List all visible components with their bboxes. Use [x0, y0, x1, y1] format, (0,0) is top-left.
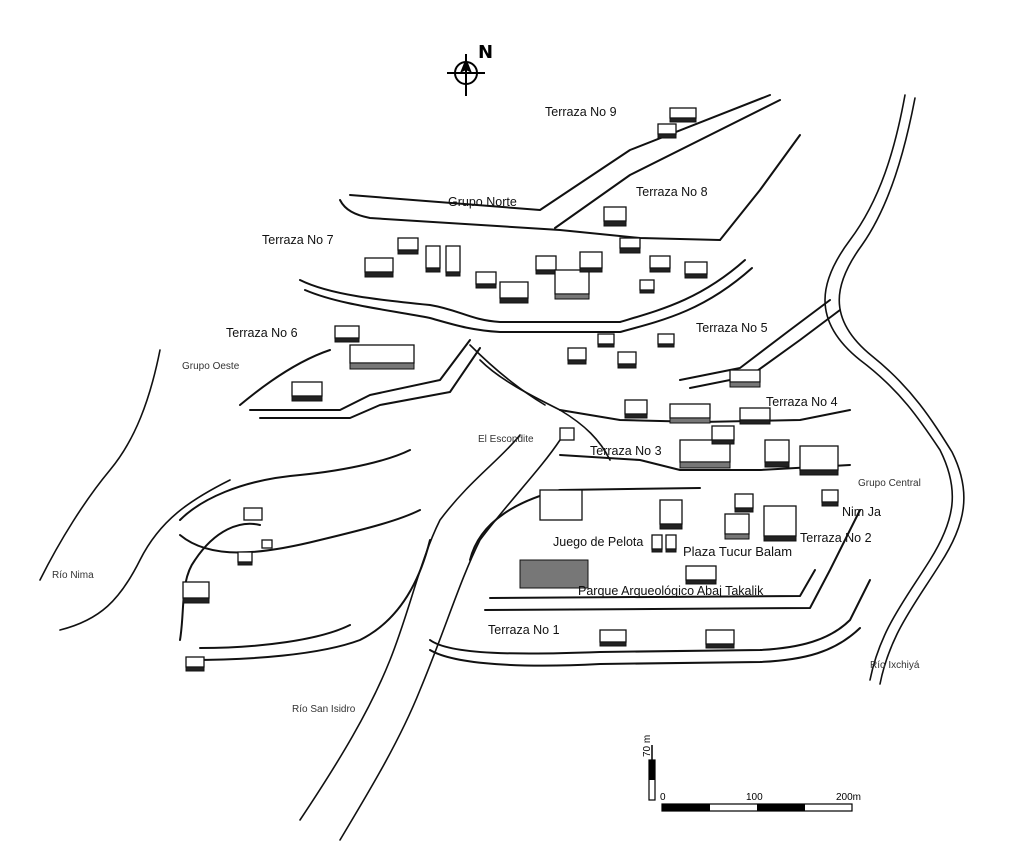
label-terraza-5: Terraza No 5: [696, 321, 768, 335]
label-terraza-3: Terraza No 3: [590, 444, 662, 458]
building: [659, 499, 683, 530]
label-terraza-4: Terraza No 4: [766, 395, 838, 409]
building: [705, 629, 735, 649]
building: [799, 445, 839, 476]
building: [651, 534, 663, 553]
building: [445, 245, 461, 277]
building: [334, 325, 360, 343]
building: [425, 245, 441, 273]
label-terraza-6: Terraza No 6: [226, 326, 298, 340]
label-grupo-central: Grupo Central: [858, 478, 921, 489]
building: [617, 351, 637, 369]
building: [554, 269, 590, 300]
building: [349, 344, 415, 370]
rivers: [39, 94, 965, 841]
building: [734, 493, 754, 513]
label-terraza-2: Terraza No 2: [800, 531, 872, 545]
scale-bar: 70 m 0 100 200m: [642, 735, 861, 812]
building: [729, 369, 761, 388]
building: [397, 237, 419, 255]
building: [739, 407, 771, 425]
building: [475, 271, 497, 289]
building: [579, 251, 603, 273]
north-label: N: [478, 42, 493, 63]
label-el-escondite: El Escondite: [478, 434, 534, 445]
label-rio-ixchiya: Río Ixchiyá: [870, 660, 920, 671]
label-terraza-7: Terraza No 7: [262, 233, 334, 247]
building: [764, 439, 790, 468]
label-terraza-9: Terraza No 9: [545, 105, 617, 119]
building: [261, 539, 273, 549]
building: [519, 559, 589, 589]
building: [237, 551, 253, 566]
building: [567, 347, 587, 365]
label-plaza-tucur-balam: Plaza Tucur Balam: [683, 544, 792, 559]
building: [291, 381, 323, 402]
building: [657, 123, 677, 139]
building: [657, 333, 675, 348]
label-rio-san-isidro: Río San Isidro: [292, 704, 356, 715]
label-juego-pelota: Juego de Pelota: [553, 535, 643, 549]
scale-tick-0: 0: [660, 792, 666, 803]
building: [364, 257, 394, 278]
north-arrow-icon: [447, 54, 485, 96]
terrace-outlines: [179, 94, 871, 667]
building: [559, 427, 575, 441]
building: [665, 534, 677, 553]
scale-tick-100: 100: [746, 792, 763, 803]
scale-tick-200: 200m: [836, 792, 861, 803]
building: [624, 399, 648, 419]
building: [763, 505, 797, 542]
building: [684, 261, 708, 279]
building: [185, 656, 205, 672]
label-nim-ja: Nim Ja: [842, 505, 881, 519]
building: [499, 281, 529, 304]
building: [679, 439, 731, 469]
building: [182, 581, 210, 604]
label-grupo-oeste: Grupo Oeste: [182, 361, 240, 372]
building: [619, 237, 641, 254]
building: [599, 629, 627, 647]
building: [639, 279, 655, 294]
scale-vertical-label: 70 m: [642, 735, 653, 757]
label-parque: Parque Arqueológico Abaj Takalik: [578, 584, 764, 598]
map-labels: Terraza No 9 Terraza No 8 Grupo Norte Te…: [52, 105, 921, 715]
building: [669, 107, 697, 123]
building: [243, 507, 263, 521]
building: [821, 489, 839, 507]
building: [669, 403, 711, 424]
building: [724, 513, 750, 540]
building: [603, 206, 627, 227]
buildings: [182, 107, 839, 672]
building: [649, 255, 671, 273]
building: [711, 425, 735, 445]
label-terraza-1: Terraza No 1: [488, 623, 560, 637]
label-grupo-norte: Grupo Norte: [448, 195, 517, 209]
building: [539, 489, 583, 521]
label-rio-nima: Río Nima: [52, 570, 94, 581]
building: [597, 333, 615, 348]
building: [535, 255, 557, 275]
building: [685, 565, 717, 585]
label-terraza-8: Terraza No 8: [636, 185, 708, 199]
